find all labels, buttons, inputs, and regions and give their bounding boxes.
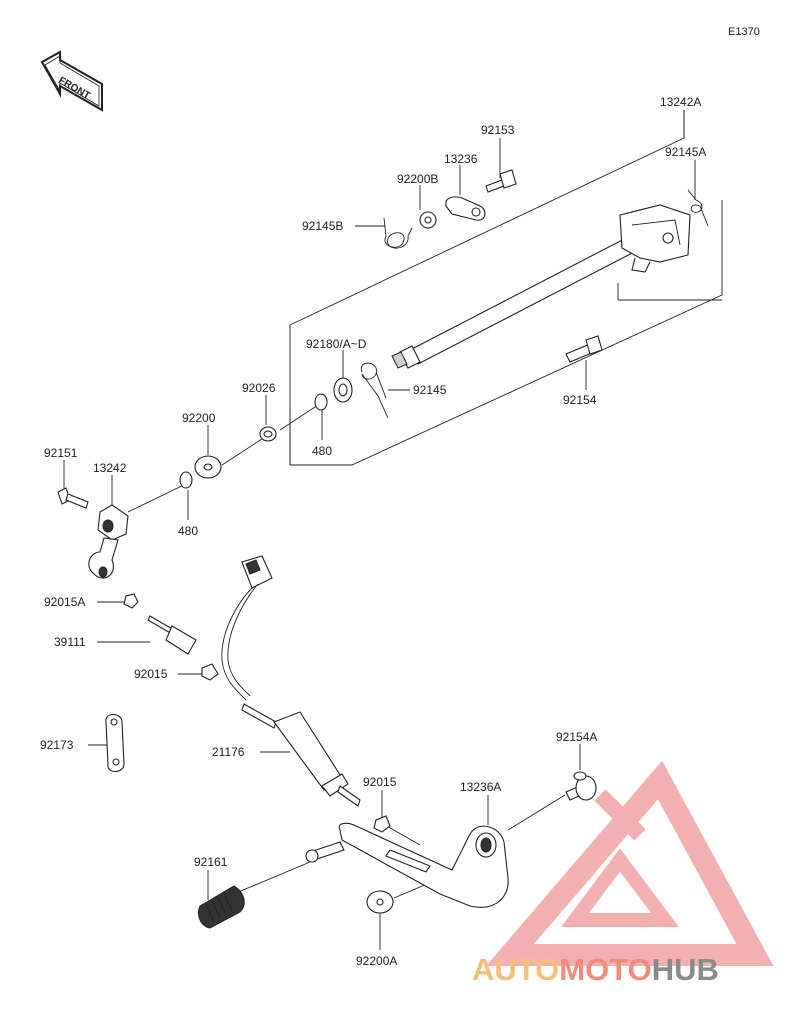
washer-hole	[263, 430, 273, 438]
label-92173: 92173	[40, 738, 74, 752]
spring-92145	[360, 362, 389, 419]
watermark-hub: HUB	[652, 952, 719, 987]
label-92015: 92015	[134, 667, 168, 681]
bolt-92151	[57, 487, 89, 509]
spring-92145B	[383, 217, 413, 249]
label-92161: 92161	[194, 855, 228, 869]
label-92026: 92026	[242, 381, 276, 395]
shift-lever-13242	[88, 504, 129, 579]
part-labels: 13242A 92153 13236 92200B 92145A 92145B …	[40, 95, 706, 968]
plate-hole	[471, 207, 481, 217]
circlip-480-upper	[314, 393, 328, 411]
label-92145: 92145	[413, 383, 447, 397]
watermark-moto: MOTO	[559, 952, 651, 987]
washer-hole	[203, 463, 213, 471]
plate-13236	[445, 196, 486, 221]
label-92015A: 92015A	[44, 595, 85, 609]
nut-92015-lower	[373, 815, 391, 833]
pedal-13236A	[338, 822, 509, 908]
label-39111: 39111	[54, 635, 86, 649]
footpeg-92161	[197, 841, 345, 929]
rod-21176	[241, 703, 361, 807]
label-92154: 92154	[563, 393, 597, 407]
label-13236A: 13236A	[460, 780, 501, 794]
label-92153: 92153	[481, 123, 515, 137]
bolt-92154A	[565, 771, 597, 801]
label-13236: 13236	[444, 152, 478, 166]
front-arrow-icon: FRONT	[40, 50, 103, 112]
group-bracket	[289, 110, 723, 466]
label-92180: 92180/A~D	[306, 337, 367, 351]
spring-92145A	[687, 189, 709, 227]
label-92200A: 92200A	[356, 954, 397, 968]
washer-hole	[376, 898, 384, 906]
tie-rod-39111	[147, 615, 197, 655]
leader-lines	[63, 110, 696, 950]
label-92151: 92151	[44, 446, 78, 460]
bolt-92153	[485, 169, 517, 193]
label-92015-lower: 92015	[363, 775, 397, 789]
bolt-92154	[565, 335, 603, 363]
collar-92173	[105, 713, 125, 773]
washer-hole	[424, 216, 432, 224]
label-13242: 13242	[93, 461, 127, 475]
label-92145A: 92145A	[665, 145, 706, 159]
label-92154A: 92154A	[556, 730, 597, 744]
label-92145B: 92145B	[302, 219, 343, 233]
label-92200B: 92200B	[397, 172, 438, 186]
circlip-480-lower	[179, 471, 193, 489]
nut-92015A	[123, 593, 139, 609]
label-13242A: 13242A	[660, 95, 701, 109]
shift-sensor-connector	[221, 555, 273, 701]
watermark-text: AUTOMOTOHUB	[472, 952, 719, 987]
label-480-lower: 480	[178, 524, 198, 538]
watermark-auto: AUTO	[472, 952, 559, 987]
label-21176: 21176	[212, 745, 245, 759]
watermark-logo	[486, 760, 774, 966]
nut-92015	[201, 663, 219, 681]
collar-hole	[338, 383, 348, 397]
label-92200: 92200	[182, 411, 216, 425]
shift-shaft	[391, 204, 691, 369]
label-480-upper: 480	[312, 444, 332, 458]
diagram-code: E1370	[728, 26, 760, 38]
